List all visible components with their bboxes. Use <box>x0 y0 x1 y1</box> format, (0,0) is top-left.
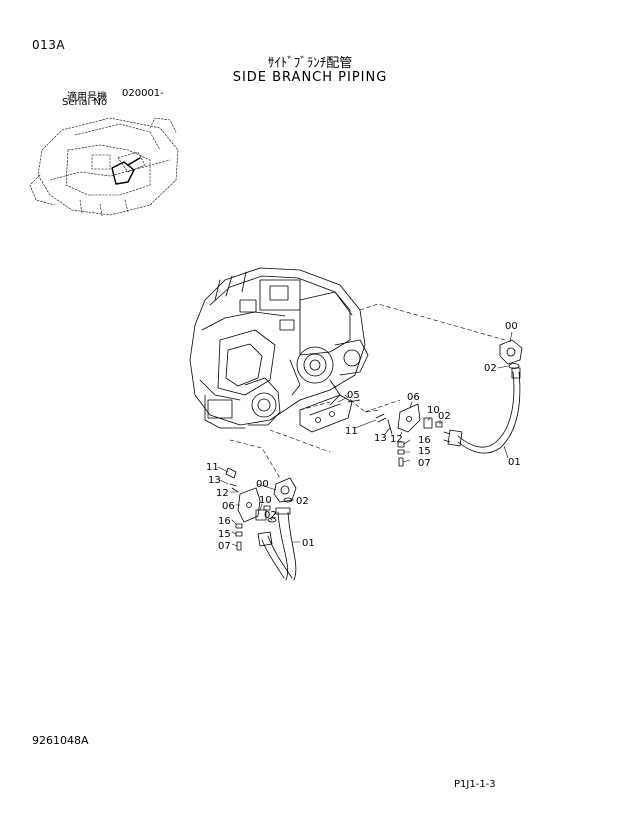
callout-02: 02 <box>264 510 277 521</box>
callout-00: 00 <box>256 479 269 490</box>
bracket-06-right <box>397 403 421 433</box>
hose-01-left <box>257 507 297 581</box>
bolts-left <box>225 467 243 551</box>
callout-10: 10 <box>259 495 272 506</box>
callout-01: 01 <box>508 457 521 468</box>
callout-16: 16 <box>418 435 431 446</box>
callout-07: 07 <box>418 458 431 469</box>
bracket-06-left <box>237 487 261 523</box>
elbow-fitting-00-right <box>499 339 523 365</box>
adapter-10-right <box>423 417 443 429</box>
page-reference: P1J1-1-3 <box>454 779 496 790</box>
callout-leaders <box>217 331 513 547</box>
callout-13: 13 <box>374 433 387 444</box>
machine-thumbnail <box>29 117 179 217</box>
callout-11: 11 <box>206 462 219 473</box>
callout-06: 06 <box>407 392 420 403</box>
callout-02: 02 <box>438 411 451 422</box>
callout-16: 16 <box>218 516 231 527</box>
serial-label-english: Serial No <box>62 97 108 108</box>
oring-02-right <box>508 363 520 369</box>
dashed-leader-lines <box>229 303 506 479</box>
callout-07: 07 <box>218 541 231 552</box>
callout-01: 01 <box>302 538 315 549</box>
title-english: SIDE BRANCH PIPING <box>232 70 388 85</box>
callout-11: 11 <box>345 426 358 437</box>
callout-06: 06 <box>222 501 235 512</box>
callout-15: 15 <box>218 529 231 540</box>
callout-00: 00 <box>505 321 518 332</box>
bracket-05 <box>299 394 361 433</box>
hose-01-right <box>443 367 521 454</box>
callout-15: 15 <box>418 446 431 457</box>
callout-02: 02 <box>296 496 309 507</box>
callout-12: 12 <box>216 488 229 499</box>
thumbnail-highlight <box>111 157 141 185</box>
callout-12: 12 <box>390 434 403 445</box>
callout-05: 05 <box>347 390 360 401</box>
page-code: 013A <box>32 38 66 52</box>
callout-10: 10 <box>427 405 440 416</box>
callout-02: 02 <box>484 363 497 374</box>
document-number: 9261048A <box>32 734 89 747</box>
serial-value: 020001- <box>122 88 164 99</box>
title-japanese: ｻｲﾄﾞﾌﾞﾗﾝﾁ配管 <box>267 56 353 71</box>
adapter-10-left <box>255 505 271 521</box>
callout-labels: 00 02 05 06 10 02 11 13 12 16 15 07 01 1… <box>206 321 521 552</box>
main-pump-assembly <box>189 267 369 429</box>
serial-label-japanese: 適用号機 <box>67 92 107 103</box>
callout-13: 13 <box>208 475 221 486</box>
